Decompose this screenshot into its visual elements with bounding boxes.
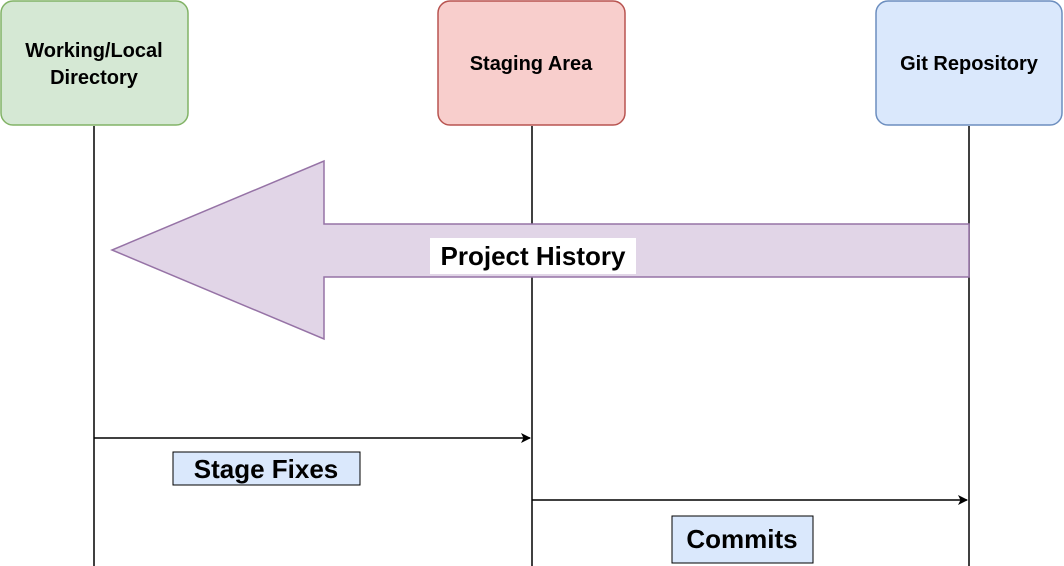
- git-repository-box-border: [875, 0, 1063, 126]
- git-repository-label: Git Repository: [900, 53, 1039, 75]
- working-directory-box-border: [0, 0, 189, 126]
- commits-label-box: [672, 516, 813, 563]
- commits-label-border: [671, 515, 814, 564]
- stage-fixes-label-box: [173, 452, 360, 485]
- staging-area-label: Staging Area: [470, 53, 593, 75]
- project-history-arrow-outline: [110, 159, 970, 341]
- git-repository-lane: Git Repository: [875, 0, 1063, 126]
- stage-fixes-label: Stage Fixes: [194, 454, 339, 484]
- project-history-label-bg: [430, 238, 636, 274]
- working-directory-lane: Working/Local Directory: [0, 0, 189, 126]
- working-directory-box: [1, 1, 188, 125]
- git-repository-box: [876, 1, 1062, 125]
- staging-area-box-border: [437, 0, 626, 126]
- stage-fixes-label-border: [172, 451, 361, 486]
- working-directory-label-line1: Working/Local: [25, 40, 162, 62]
- staging-area-box: [438, 1, 625, 125]
- project-history-label: Project History: [441, 241, 626, 271]
- staging-area-lane: Staging Area: [437, 0, 626, 126]
- commits-label: Commits: [686, 524, 797, 554]
- working-directory-label-line2: Directory: [50, 67, 139, 89]
